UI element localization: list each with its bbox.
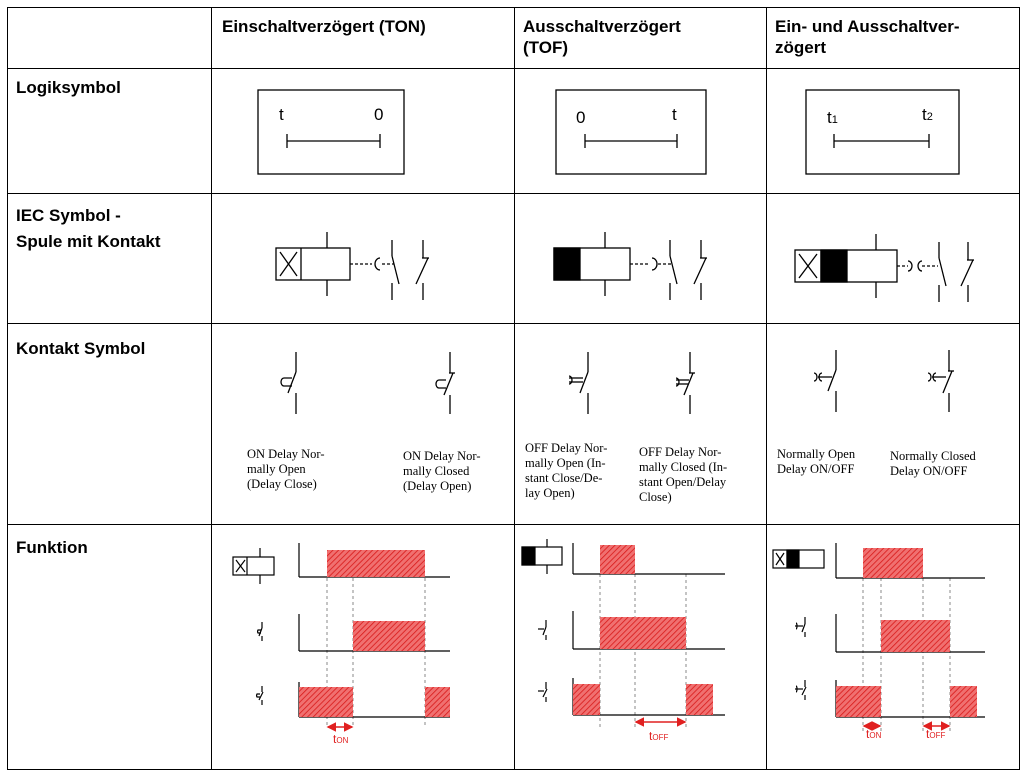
label-t-on-ton: tON [333, 732, 348, 746]
logic-ton-label-t: t [279, 105, 284, 124]
timing-diagram-tof [521, 539, 725, 730]
t-on-base: t [333, 732, 337, 746]
logic-symbol-ton [257, 89, 405, 175]
label-t-off-tof: tOFF [649, 729, 668, 743]
t-off-base-2: t [926, 727, 930, 741]
label-t-on-on-off: tON [866, 727, 881, 741]
contact-on-off-normally-closed [927, 350, 954, 412]
contact-tof-normally-closed [675, 352, 695, 414]
caption-tof-normally-open: OFF Delay Nor- mally Open (In- stant Clo… [525, 441, 608, 500]
label-t-off-on-off: tOFF [926, 727, 945, 741]
t-off-base: t [649, 729, 653, 743]
t-on-base-2: t [866, 727, 870, 741]
iec-symbol-tof [553, 232, 707, 300]
column-header-on-off: Ein- und Ausschaltver- zögert [775, 17, 960, 57]
t-on-sub: ON [336, 736, 349, 745]
row-header-logiksymbol: Logiksymbol [16, 78, 121, 97]
caption-tof-normally-closed: OFF Delay Nor- mally Closed (In- stant O… [639, 445, 728, 504]
iec-symbol-ton [275, 232, 429, 300]
t-on-sub-2: ON [869, 731, 882, 740]
logic-tof-label-0: 0 [576, 108, 586, 127]
caption-on-off-normally-closed: Normally Closed Delay ON/OFF [890, 449, 976, 478]
logic-on-off-label-t1: t1 [827, 108, 838, 128]
logic-on-off-t1-base: t [827, 108, 832, 127]
logic-on-off-t2-sub: 2 [926, 111, 933, 123]
logic-on-off-label-t2: t2 [922, 105, 933, 125]
t-off-sub: OFF [652, 733, 669, 742]
timing-diagram-ton [232, 543, 450, 732]
row-header-iec-symbol: IEC Symbol - Spule mit Kontakt [16, 206, 161, 251]
iec-symbol-on-off [794, 234, 974, 302]
caption-on-off-normally-open: Normally Open Delay ON/OFF [777, 447, 856, 476]
row-header-funktion: Funktion [16, 538, 88, 557]
logic-symbol-tof [555, 89, 707, 175]
contact-ton-normally-open [280, 352, 297, 414]
logic-ton-label-0: 0 [374, 105, 384, 124]
column-header-tof: Ausschaltverzögert (TOF) [523, 17, 681, 57]
caption-ton-normally-open: ON Delay Nor- mally Open (Delay Close) [247, 447, 325, 491]
t-off-sub-2: OFF [929, 731, 946, 740]
contact-tof-normally-open [568, 352, 589, 414]
logic-on-off-t2-base: t [922, 105, 927, 124]
timing-diagram-on-off [772, 543, 985, 733]
caption-ton-normally-closed: ON Delay Nor- mally Closed (Delay Open) [403, 449, 481, 493]
logic-symbol-on-off [805, 89, 960, 175]
logic-tof-label-t: t [672, 105, 677, 124]
contact-ton-normally-closed [435, 352, 455, 414]
column-header-ton: Einschaltverzögert (TON) [222, 17, 426, 36]
contact-on-off-normally-open [813, 350, 837, 412]
logic-on-off-t1-sub: 1 [831, 114, 838, 126]
row-header-kontakt-symbol: Kontakt Symbol [16, 339, 146, 358]
